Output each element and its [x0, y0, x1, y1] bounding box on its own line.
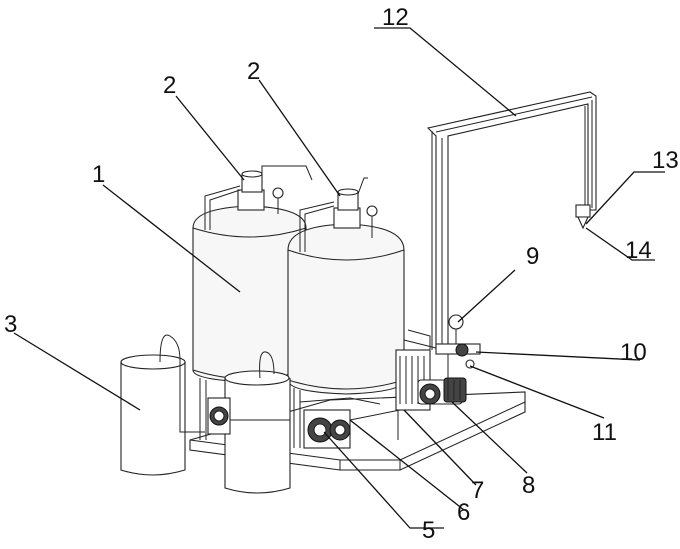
- diaphragm-pump-left: [207, 397, 231, 435]
- part-labels: 1 2 2 3 5 6 7 8 9 10 11 12 13 14: [4, 4, 679, 544]
- gantry-frame: [426, 91, 597, 350]
- label-2-left: 2: [163, 72, 176, 99]
- label-2-right: 2: [247, 58, 260, 85]
- label-1: 1: [92, 161, 105, 188]
- diaphragm-pump-right: [299, 397, 381, 449]
- tank-right: [287, 177, 405, 448]
- bucket-right: [224, 351, 291, 494]
- gauge-valve-assembly: [435, 314, 481, 380]
- label-11: 11: [592, 419, 617, 446]
- label-9: 9: [526, 243, 539, 270]
- connecting-pipes: [230, 329, 437, 421]
- label-12: 12: [382, 4, 409, 31]
- spray-nozzle: [575, 204, 591, 230]
- leader-lines: [13, 27, 665, 529]
- bucket-left: [120, 334, 205, 476]
- label-10: 10: [620, 339, 647, 366]
- label-6: 6: [457, 499, 470, 526]
- label-14: 14: [625, 237, 652, 264]
- label-7: 7: [471, 477, 484, 504]
- label-13: 13: [652, 147, 679, 174]
- label-5: 5: [422, 517, 435, 544]
- label-8: 8: [522, 472, 535, 499]
- centrifugal-pump: [417, 377, 467, 405]
- label-3: 3: [4, 311, 17, 338]
